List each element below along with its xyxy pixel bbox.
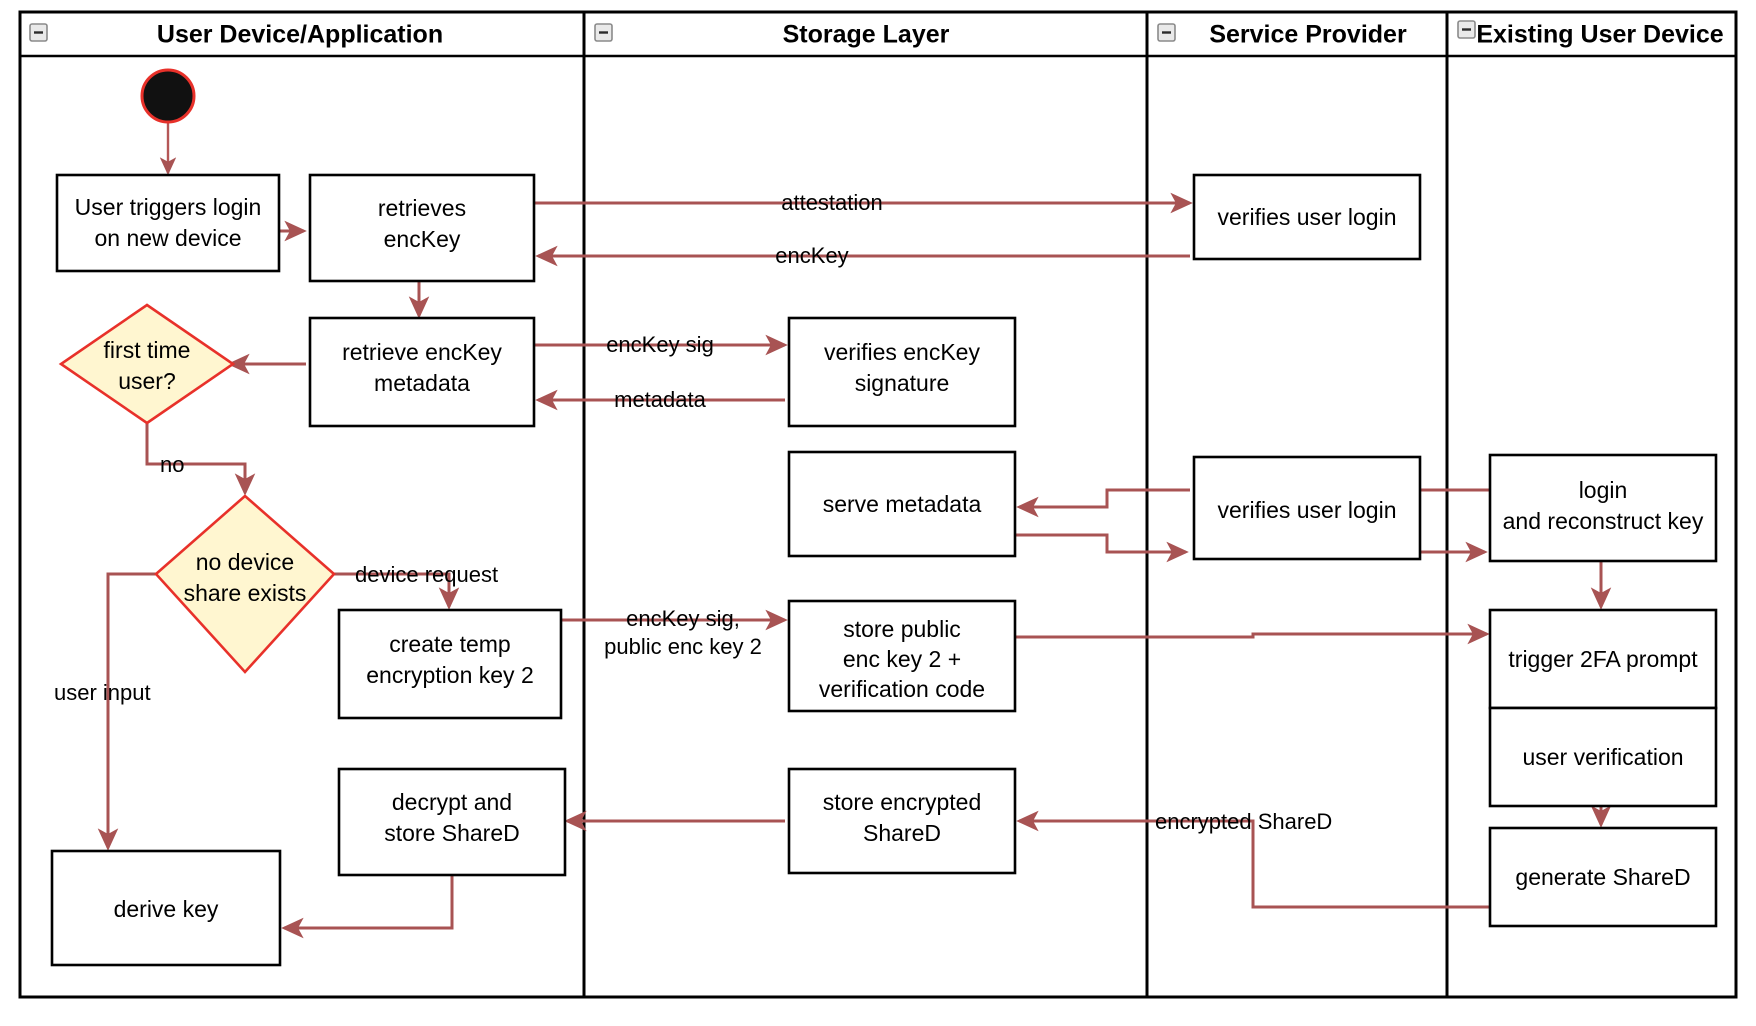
node-verifies-user-login-top[interactable]: verifies user login [1192, 173, 1422, 261]
edge-label-device-request: device request [355, 562, 498, 587]
lane-title-storage: Storage Layer [783, 21, 950, 49]
node-login-and-reconstruct-key[interactable]: login and reconstruct key [1488, 453, 1718, 563]
decision-label-line: first time [104, 337, 191, 363]
edge-device-request [333, 572, 460, 610]
edge-label-no: no [160, 452, 184, 477]
minus-collapse-icon-lane-3[interactable] [1157, 23, 1176, 42]
node-label-line: verifies user login [1218, 497, 1397, 523]
node-label-line: login [1579, 477, 1628, 503]
node-label-line: derive key [114, 896, 219, 922]
node-label-line: verification code [819, 676, 985, 702]
node-create-temp-encryption-key-2[interactable]: create temp encryption key 2 [337, 608, 563, 720]
node-label-line: on new device [94, 225, 241, 251]
edge-label-enckey-sig-public-line1: encKey sig, [626, 606, 740, 631]
node-trigger-2fa-prompt[interactable]: trigger 2FA prompt [1488, 608, 1718, 710]
node-label-line: User triggers login [75, 194, 262, 220]
node-label-line: verifies user login [1218, 204, 1397, 230]
lane-title-service-provider: Service Provider [1209, 21, 1407, 49]
lane-header-service-provider[interactable]: Service Provider [1157, 21, 1407, 49]
node-derive-key[interactable]: derive key [50, 849, 282, 967]
node-label-line: retrieve encKey [342, 339, 502, 365]
node-label-line: user verification [1522, 744, 1683, 770]
edge-label-enckey-sig-public-line2: public enc key 2 [604, 634, 762, 659]
node-label-line: store public [843, 616, 961, 642]
edge-serve-metadata-to-service-provider [1015, 533, 1189, 563]
node-serve-metadata[interactable]: serve metadata [787, 450, 1017, 558]
edge-user-input [97, 572, 156, 851]
node-label-line: encKey [384, 226, 461, 252]
edge-store-public-to-trigger-2fa [1015, 623, 1490, 645]
lane-header-user-device[interactable]: User Device/Application [29, 21, 443, 49]
decision-label-line: no device [196, 549, 294, 575]
node-label-line: trigger 2FA prompt [1508, 646, 1698, 672]
minus-collapse-icon-lane-1[interactable] [29, 23, 48, 42]
decision-label-line: share exists [184, 580, 307, 606]
node-no-device-share-exists[interactable]: no device share exists [154, 494, 336, 674]
minus-collapse-icon-lane-4[interactable] [1457, 20, 1476, 39]
lane-title-existing-device: Existing User Device [1476, 21, 1723, 49]
node-first-time-user[interactable]: first time user? [58, 303, 236, 425]
node-label-line: verifies encKey [824, 339, 980, 365]
lane-header-existing-device[interactable]: Existing User Device [1457, 20, 1724, 49]
flow-edge-labels: attestation encKey encKey sig metadata n… [54, 190, 1332, 834]
node-label-line: metadata [374, 370, 470, 396]
node-user-triggers-login[interactable]: User triggers login on new device [55, 173, 281, 273]
node-label-line: store encrypted [823, 789, 982, 815]
node-store-public-enc-key-2[interactable]: store public enc key 2 + verification co… [787, 599, 1017, 713]
initial-node[interactable] [140, 68, 196, 124]
edge-label-user-input: user input [54, 680, 151, 705]
lane-header-storage[interactable]: Storage Layer [594, 21, 950, 49]
node-store-encrypted-shared[interactable]: store encrypted ShareD [787, 767, 1017, 875]
lane-title-user-device: User Device/Application [157, 21, 443, 49]
node-label-line: and reconstruct key [1503, 508, 1704, 534]
node-retrieve-enckey-metadata[interactable]: retrieve encKey metadata [308, 316, 536, 428]
edge-label-metadata: metadata [614, 387, 706, 412]
node-user-verification[interactable]: user verification [1488, 706, 1718, 808]
edge-decrypt-to-derive-key [281, 874, 454, 939]
node-label-line: enc key 2 + [843, 646, 961, 672]
node-label-line: decrypt and [392, 789, 512, 815]
node-label-line: ShareD [863, 820, 941, 846]
node-verifies-user-login-mid[interactable]: verifies user login [1192, 455, 1422, 561]
minus-collapse-icon-lane-2[interactable] [594, 23, 613, 42]
node-label-line: signature [855, 370, 950, 396]
edge-label-enckey-sig: encKey sig [606, 332, 714, 357]
node-retrieves-enckey[interactable]: retrieves encKey [308, 173, 536, 283]
node-decrypt-and-store-shared[interactable]: decrypt and store ShareD [337, 767, 567, 877]
node-label-line: generate ShareD [1515, 864, 1690, 890]
node-verifies-enckey-signature[interactable]: verifies encKey signature [787, 316, 1017, 428]
node-generate-shared[interactable]: generate ShareD [1488, 826, 1718, 928]
node-label-line: retrieves [378, 195, 466, 221]
node-label-line: encryption key 2 [366, 662, 533, 688]
node-label-line: create temp [389, 631, 510, 657]
node-label-line: store ShareD [384, 820, 520, 846]
edge-service-provider-to-serve-metadata [1016, 488, 1190, 518]
edge-label-attestation: attestation [781, 190, 883, 215]
edge-no-branch [145, 418, 256, 496]
edge-label-enckey: encKey [775, 243, 848, 268]
edge-label-encrypted-shared: encrypted ShareD [1155, 809, 1332, 834]
edge-encrypted-shared [1016, 810, 1493, 909]
node-label-line: serve metadata [823, 491, 982, 517]
decision-label-line: user? [118, 368, 176, 394]
